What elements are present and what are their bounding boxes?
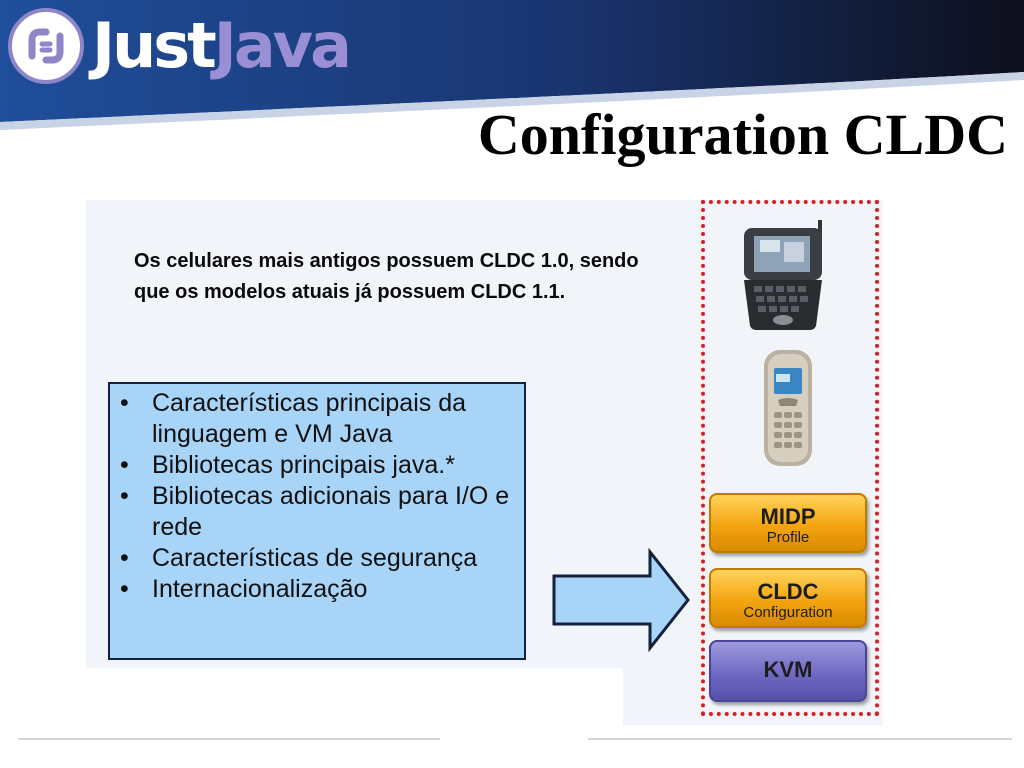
header-banner bbox=[0, 0, 1024, 130]
just-java-logo: JustJava bbox=[8, 8, 352, 84]
feature-list: Características principais da linguagem … bbox=[118, 388, 514, 605]
feature-item: Bibliotecas principais java.* bbox=[118, 450, 514, 481]
footer-divider bbox=[588, 738, 1012, 740]
cldc-layer: CLDC Configuration bbox=[709, 568, 867, 628]
logo-java: Java bbox=[213, 9, 352, 82]
midp-label: MIDP bbox=[760, 504, 816, 529]
kvm-layer: KVM bbox=[709, 640, 867, 702]
kvm-label: KVM bbox=[763, 657, 813, 682]
cldc-label: CLDC bbox=[757, 579, 819, 604]
logo-wordmark: JustJava bbox=[92, 15, 352, 77]
logo-just: Just bbox=[92, 9, 217, 82]
footer-divider bbox=[18, 738, 440, 740]
right-arrow-icon bbox=[552, 548, 690, 652]
feature-box: Características principais da linguagem … bbox=[108, 382, 526, 660]
candybar-phone-icon bbox=[764, 350, 812, 466]
feature-item: Bibliotecas adicionais para I/O e rede bbox=[118, 481, 514, 543]
intro-text: Os celulares mais antigos possuem CLDC 1… bbox=[134, 250, 639, 303]
midp-layer: MIDP Profile bbox=[709, 493, 867, 553]
midp-sublabel: Profile bbox=[766, 529, 810, 546]
panel-blank-area bbox=[86, 668, 623, 725]
feature-item: Características de segurança bbox=[118, 543, 514, 574]
feature-item: Características principais da linguagem … bbox=[118, 388, 514, 450]
logo-emblem-icon bbox=[8, 8, 84, 84]
feature-item: Internacionalização bbox=[118, 574, 514, 605]
cldc-sublabel: Configuration bbox=[743, 604, 833, 621]
device-stack-frame bbox=[701, 200, 879, 716]
qwerty-phone-icon bbox=[744, 220, 822, 330]
page-title: Configuration CLDC bbox=[477, 102, 1008, 167]
